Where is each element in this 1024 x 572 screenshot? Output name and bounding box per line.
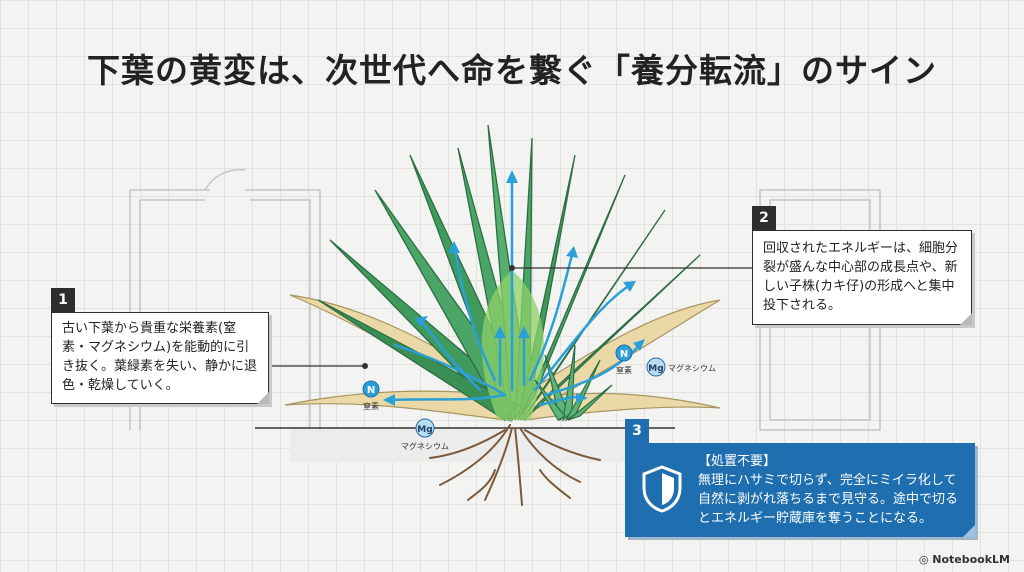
- brand-name: NotebookLM: [932, 553, 1010, 566]
- page-title: 下葉の黄変は、次世代へ命を繋ぐ「養分転流」のサイン: [87, 51, 937, 90]
- callout-text-block: 【処置不要】 無理にハサミで切らず、完全にミイラ化して自然に剥がれ落ちるまで見守…: [698, 452, 968, 528]
- leader-dot-2: [509, 265, 515, 271]
- callout-heading: 【処置不要】: [698, 454, 777, 469]
- callout-number: 1: [51, 288, 75, 312]
- green-leaves: [317, 124, 701, 423]
- nutrient-flow-arrows: [388, 178, 642, 407]
- svg-text:マグネシウム: マグネシウム: [401, 441, 449, 451]
- page-fold: [960, 313, 972, 325]
- shield-icon: [642, 465, 682, 513]
- svg-text:Mg: Mg: [417, 425, 432, 435]
- svg-text:N: N: [367, 385, 375, 396]
- brand-icon: ◎: [918, 553, 933, 566]
- callout-text: 無理にハサミで切らず、完全にミイラ化して自然に剥がれ落ちるまで見守る。途中で切る…: [698, 473, 959, 526]
- svg-text:マグネシウム: マグネシウム: [668, 363, 716, 373]
- callout-3: 3 【処置不要】 無理にハサミで切らず、完全にミイラ化して自然に剥がれ落ちるまで…: [625, 419, 975, 537]
- magnesium-badge-right: Mg マグネシウム: [646, 357, 716, 377]
- callout-2: 2 回収されたエネルギーは、細胞分裂が盛んな中心部の成長点や、新しい子株(カキ仔…: [752, 206, 972, 325]
- leader-lines: [269, 267, 752, 367]
- page-fold: [257, 392, 269, 404]
- magnesium-badge-left: Mg マグネシウム: [401, 418, 449, 451]
- svg-text:窒素: 窒素: [363, 401, 379, 411]
- svg-text:窒素: 窒素: [616, 365, 632, 375]
- roots: [429, 424, 601, 506]
- callout-number: 3: [625, 419, 649, 443]
- page-fold: [963, 525, 975, 537]
- svg-text:Mg: Mg: [648, 364, 663, 374]
- callout-number: 2: [752, 206, 776, 230]
- callout-1: 1 古い下葉から貴重な栄養素(窒素・マグネシウム)を能動的に引き抜く。葉緑素を失…: [51, 288, 269, 404]
- callout-text: 回収されたエネルギーは、細胞分裂が盛んな中心部の成長点や、新しい子株(カキ仔)の…: [763, 241, 959, 313]
- brand-logo: ◎ NotebookLM: [919, 553, 1010, 566]
- arrow-heads: [383, 170, 645, 406]
- callout-text: 古い下葉から貴重な栄養素(窒素・マグネシウム)を能動的に引き抜く。葉緑素を失い、…: [62, 321, 258, 393]
- nitrogen-badge-left: N 窒素: [362, 380, 380, 411]
- nitrogen-badge-right: N 窒素: [615, 344, 633, 375]
- leader-dot-1: [362, 363, 368, 369]
- svg-text:N: N: [620, 349, 628, 360]
- soil: [255, 427, 675, 462]
